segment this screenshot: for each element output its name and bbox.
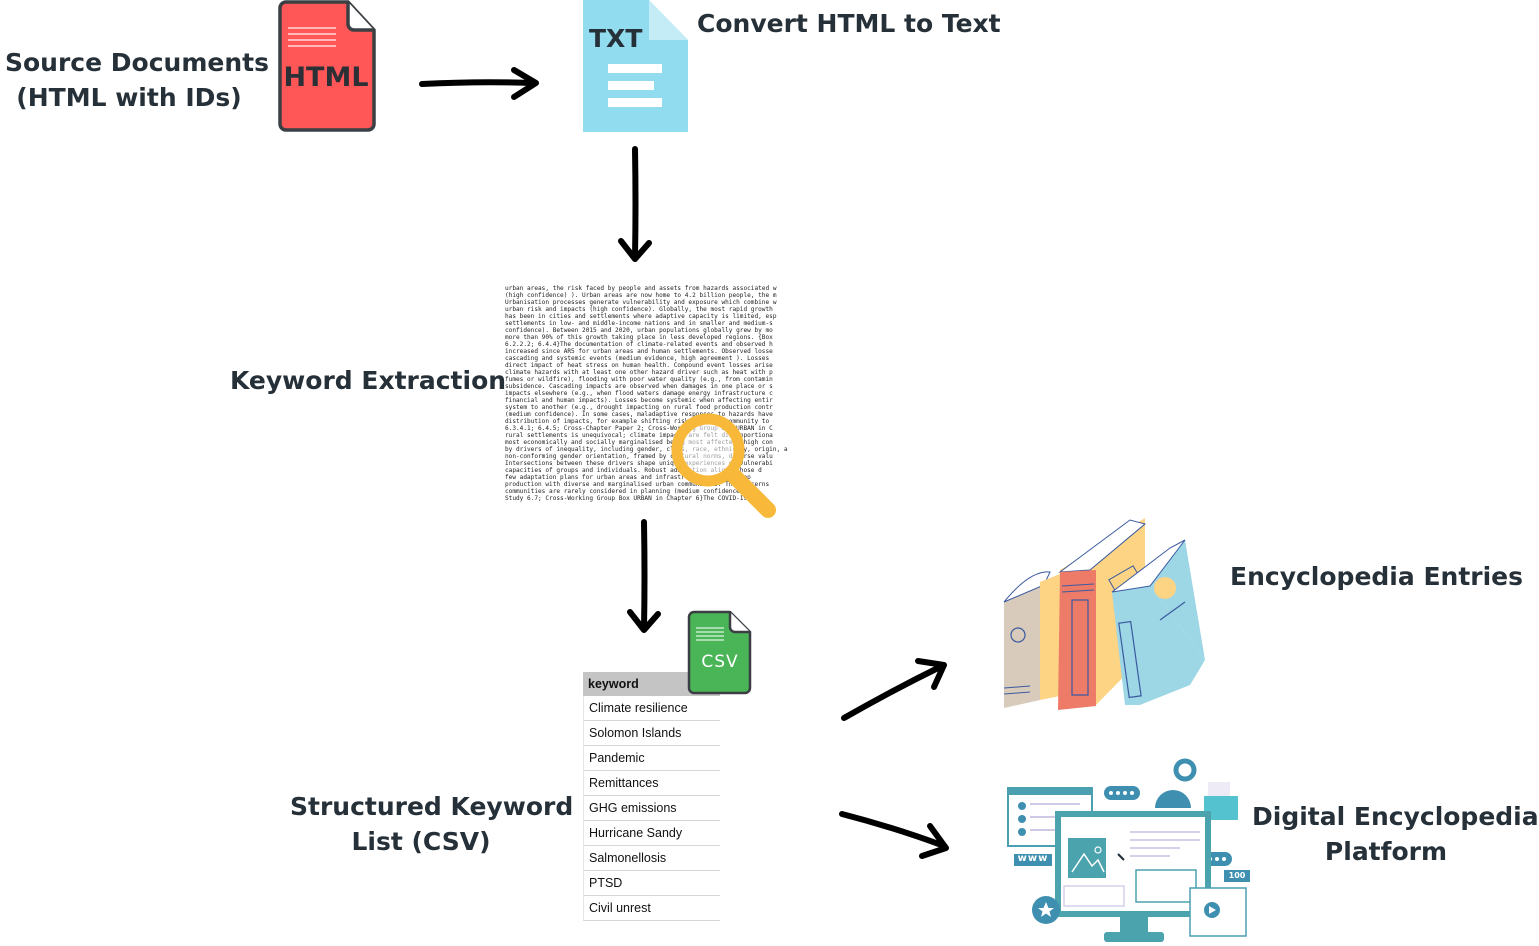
text-line: 6.2.2.2; 6.4.4}The documentation of clim… <box>505 341 773 348</box>
text-line: subsidence. Cascading impacts are observ… <box>505 383 773 390</box>
arrow-csv-to-platform <box>836 808 954 864</box>
csv-table-row: Climate resilience <box>583 696 720 721</box>
text-line: rural settlements is unequivocal; climat… <box>505 432 773 439</box>
text-line: financial and human impacts). Losses bec… <box>505 397 773 404</box>
arrow-csv-to-entries <box>838 655 953 730</box>
csv-table-row: PTSD <box>583 871 720 896</box>
text-line: Urbanisation processes generate vulnerab… <box>505 299 777 306</box>
csv-table-row: Remittances <box>583 771 720 796</box>
arrow-extract-to-csv <box>624 518 664 638</box>
txt-file-icon: TXT <box>583 0 689 132</box>
structured-keyword-list-label: Structured Keyword List (CSV) <box>290 789 574 859</box>
text-line: has been in cities and settlements where… <box>505 313 777 320</box>
text-line: system to another (e.g., drought impacti… <box>505 404 773 411</box>
text-line: (high confidence) ). Urban areas are now… <box>505 292 777 299</box>
arrow-convert-to-extract <box>615 145 655 265</box>
text-line: few adaptation plans for urban areas and… <box>505 474 751 481</box>
text-line: more than 90% of this growth taking plac… <box>505 334 773 341</box>
text-line: impacts elsewhere (e.g., when flood wate… <box>505 390 773 397</box>
text-line: settlements in low- and middle-income na… <box>505 320 773 327</box>
text-line: communities are rarely considered in pla… <box>505 488 759 495</box>
csv-label-line1: Structured Keyword <box>290 792 574 821</box>
text-line: direct impact of heat stress on human he… <box>505 362 773 369</box>
csv-table-row: Solomon Islands <box>583 721 720 746</box>
text-line: urban areas, the risk faced by people an… <box>505 285 777 292</box>
www-badge: www <box>1017 853 1049 864</box>
csv-table-row: Hurricane Sandy <box>583 821 720 846</box>
source-documents-label: Source Documents (HTML with IDs) <box>5 45 269 115</box>
text-line: 6.3.4.1; 6.4.5; Cross-Chapter Paper 2; C… <box>505 425 773 432</box>
csv-table-row: Salmonellosis <box>583 846 720 871</box>
text-line: most economically and socially marginali… <box>505 439 773 446</box>
extracted-text-document: urban areas, the risk faced by people an… <box>505 285 788 503</box>
text-line: fumes or wildfire), flooding with poor w… <box>505 376 773 383</box>
web-platform-icon: www 100 <box>1000 756 1250 946</box>
csv-table-row: Pandemic <box>583 746 720 771</box>
books-icon <box>1000 510 1210 715</box>
text-line: production with diverse and marginalised… <box>505 481 770 488</box>
source-label-line2: (HTML with IDs) <box>16 83 242 112</box>
platform-label-line2: Platform <box>1324 837 1448 866</box>
csv-icon-text: CSV <box>701 652 739 672</box>
text-line: distribution of impacts, for example shi… <box>505 418 770 425</box>
csv-table-row: GHG emissions <box>583 796 720 821</box>
csv-table-row: Civil unrest <box>583 896 720 921</box>
text-line: Study 6.7; Cross-Working Group Box URBAN… <box>505 495 755 502</box>
digital-encyclopedia-platform-label: Digital Encyclopedia Platform <box>1252 799 1539 869</box>
text-line: increased since AR5 for urban areas and … <box>505 348 773 355</box>
text-line: capacities of groups and individuals. Ro… <box>505 467 762 474</box>
text-line: climate hazards with at least one other … <box>505 369 773 376</box>
text-line: Intersections between these drivers shap… <box>505 460 773 467</box>
html-icon-text: HTML <box>283 62 369 93</box>
source-label-line1: Source Documents <box>5 48 269 77</box>
keyword-extraction-label: Keyword Extraction <box>230 366 507 395</box>
arrow-source-to-convert <box>419 65 545 105</box>
text-line: by drivers of inequality, including gend… <box>505 446 788 453</box>
csv-label-line2: List (CSV) <box>351 827 491 856</box>
text-line: non-conforming gender orientation, frame… <box>505 453 773 460</box>
convert-html-to-text-label: Convert HTML to Text <box>697 9 1001 38</box>
platform-label-line1: Digital Encyclopedia <box>1252 802 1539 831</box>
encyclopedia-entries-label: Encyclopedia Entries <box>1230 562 1524 591</box>
text-line: urban risk and impacts (high confidence)… <box>505 306 773 313</box>
text-line: (medium confidence). In some cases, mala… <box>505 411 773 418</box>
html-file-icon: HTML <box>278 0 378 134</box>
likes-badge: 100 <box>1228 871 1246 880</box>
csv-file-icon: CSV <box>687 610 752 696</box>
text-line: cascading and systemic events (medium ev… <box>505 355 770 362</box>
magnifier-icon <box>668 410 783 525</box>
text-line: confidence). Between 2015 and 2020, urba… <box>505 327 773 334</box>
txt-icon-text: TXT <box>589 24 643 53</box>
